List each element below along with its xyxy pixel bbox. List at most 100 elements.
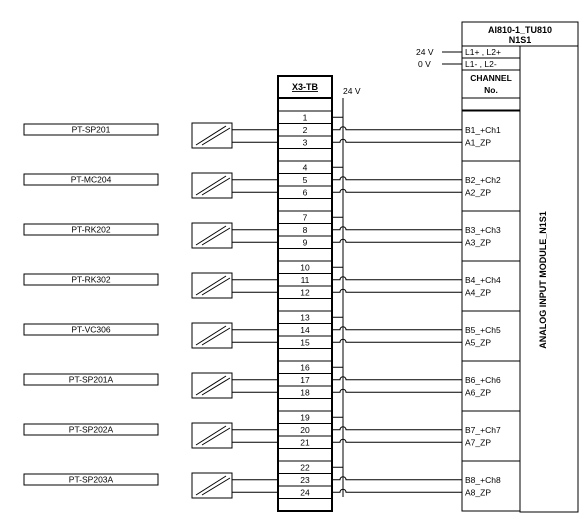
terminal-number: 16 xyxy=(300,363,310,373)
channel-positive-label: B3_+Ch3 xyxy=(465,225,501,235)
channel-zp-label: A7_ZP xyxy=(465,437,491,447)
channel-positive-label: B1_+Ch1 xyxy=(465,125,501,135)
wire-to-channel-neg xyxy=(332,388,462,393)
channel-zp-label: A2_ZP xyxy=(465,187,491,197)
wire-to-channel-neg xyxy=(332,288,462,293)
instrument-tag: PT-VC306 xyxy=(23,323,159,336)
instrument-tag: PT-SP203A xyxy=(23,473,159,486)
supply-row-positive: L1+ , L2+ xyxy=(465,47,501,57)
instrument-tag: PT-MC204 xyxy=(23,173,159,186)
terminal-number: 11 xyxy=(301,275,310,285)
terminal-number: 20 xyxy=(300,425,310,435)
wire-to-channel-pos xyxy=(332,126,462,131)
supply-0v-label: 0 V xyxy=(418,59,431,69)
terminal-block-header: X3-TB 24 V xyxy=(277,75,361,99)
terminal-block-label: X3-TB xyxy=(292,82,319,92)
terminal-number: 8 xyxy=(303,225,308,235)
channel-zp-label: A4_ZP xyxy=(465,287,491,297)
wire-to-channel-neg xyxy=(332,188,462,193)
terminal-number: 13 xyxy=(300,313,310,323)
terminal-number: 21 xyxy=(300,438,310,448)
terminal-number: 10 xyxy=(300,263,310,273)
channel-positive-label: B4_+Ch4 xyxy=(465,275,501,285)
channel-positive-label: B8_+Ch8 xyxy=(465,475,501,485)
instrument-tag-label: PT-MC204 xyxy=(71,175,112,185)
terminal-spacer xyxy=(277,198,333,212)
channel-zp-label: A3_ZP xyxy=(465,237,491,247)
channel-header-no: No. xyxy=(484,85,498,95)
channel-zp-label: A6_ZP xyxy=(465,387,491,397)
channel-header: CHANNEL xyxy=(470,73,512,83)
terminal-number: 5 xyxy=(303,175,308,185)
wire-to-channel-neg xyxy=(332,438,462,443)
terminal-number: 14 xyxy=(300,325,310,335)
terminal-spacer xyxy=(277,498,333,512)
terminal-spacer xyxy=(277,248,333,262)
terminal-number: 17 xyxy=(300,375,310,385)
wire-to-channel-pos xyxy=(332,476,462,481)
terminal-number: 19 xyxy=(300,413,310,423)
instrument-tag-label: PT-VC306 xyxy=(71,325,110,335)
transmitter-symbol xyxy=(191,422,233,449)
transmitter-symbol xyxy=(191,272,233,299)
terminal-voltage-label: 24 V xyxy=(343,86,361,96)
wire-to-channel-pos xyxy=(332,326,462,331)
channel-positive-label: B5_+Ch5 xyxy=(465,325,501,335)
wire-to-channel-pos xyxy=(332,376,462,381)
terminal-spacer xyxy=(277,398,333,412)
channel-zp-label: A1_ZP xyxy=(465,137,491,147)
instrument-tag: PT-RK202 xyxy=(23,223,159,236)
terminal-number: 3 xyxy=(303,138,308,148)
terminal-number: 22 xyxy=(300,463,310,473)
terminal-number: 24 xyxy=(300,488,310,498)
module-side-label: ANALOG INPUT MODULE_N1S1 xyxy=(538,211,548,349)
instrument-tag-label: PT-SP202A xyxy=(69,425,114,435)
terminal-number: 4 xyxy=(303,163,308,173)
transmitter-symbol xyxy=(191,222,233,249)
supply-lines: 24 V 0 V xyxy=(416,47,462,69)
instrument-tag-label: PT-SP201 xyxy=(72,125,111,135)
instrument-tag: PT-SP202A xyxy=(23,423,159,436)
channel-positive-label: B2_+Ch2 xyxy=(465,175,501,185)
terminal-spacer xyxy=(277,448,333,462)
wire-to-channel-pos xyxy=(332,226,462,231)
supply-24v-label: 24 V xyxy=(416,47,434,57)
wire-to-channel-neg xyxy=(332,338,462,343)
channel-positive-label: B7_+Ch7 xyxy=(465,425,501,435)
instrument-tag-label: PT-SP201A xyxy=(69,375,114,385)
terminal-number: 2 xyxy=(303,125,308,135)
instrument-tag: PT-SP201 xyxy=(23,123,159,136)
wire-to-channel-pos xyxy=(332,426,462,431)
supply-row-negative: L1- , L2- xyxy=(465,59,497,69)
wire-to-channel-neg xyxy=(332,238,462,243)
module-body xyxy=(519,45,579,513)
module-subtitle: N1S1 xyxy=(509,35,532,45)
wire-to-channel-pos xyxy=(332,276,462,281)
terminal-number: 23 xyxy=(300,475,310,485)
wire-to-channel-pos xyxy=(332,176,462,181)
transmitter-symbol xyxy=(191,122,233,149)
terminal-number: 18 xyxy=(300,388,310,398)
channel-positive-label: B6_+Ch6 xyxy=(465,375,501,385)
module-title: AI810-1_TU810 xyxy=(488,25,552,35)
terminal-number: 7 xyxy=(303,213,308,223)
transmitter-symbol xyxy=(191,372,233,399)
channel-zp-label: A8_ZP xyxy=(465,487,491,497)
terminal-block-outline xyxy=(277,97,333,512)
terminal-spacer xyxy=(277,348,333,362)
terminal-number: 6 xyxy=(303,188,308,198)
